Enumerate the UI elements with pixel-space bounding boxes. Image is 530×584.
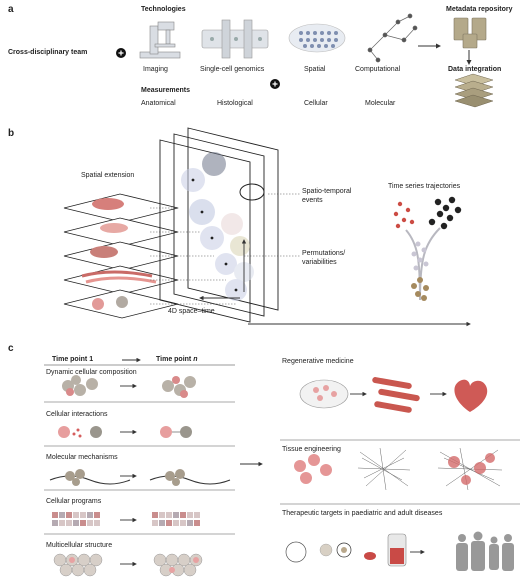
tech-imaging: Imaging	[143, 66, 168, 73]
network-icon	[367, 13, 418, 63]
time-series-label: Time series trajectories	[388, 183, 461, 190]
permutations-label-line1: Permutations/	[302, 250, 346, 257]
permutations-label-line2: variabilities	[302, 259, 337, 266]
spatial-extension-label: Spatial extension	[81, 172, 135, 179]
tech-single-cell-genomics: Single-cell genomics	[200, 66, 265, 73]
row-label-molecular: Molecular mechanisms	[46, 454, 118, 461]
trajectory-tree	[393, 196, 462, 301]
application-regenerative-medicine: Regenerative medicine	[282, 358, 354, 365]
heart-icon	[454, 379, 488, 412]
panel-c-artwork	[44, 357, 520, 577]
data-layers-icon	[454, 73, 494, 108]
single-cell-chip-icon	[201, 19, 269, 59]
scaffold-mesh	[357, 447, 411, 491]
row-label-interactions: Cellular interactions	[46, 411, 108, 418]
time-point-1-label: Time point 1	[52, 356, 94, 363]
people-silhouettes-icon	[456, 531, 514, 571]
panel-b-artwork	[63, 127, 471, 327]
tech-spatial: Spatial	[304, 66, 326, 73]
application-tissue-engineering: Tissue engineering	[282, 446, 341, 453]
tech-computational: Computational	[355, 66, 401, 73]
heart-shape	[92, 198, 124, 210]
application-therapeutic-targets: Therapeutic targets in paediatric and ad…	[282, 510, 443, 517]
measure-anatomical: Anatomical	[141, 100, 176, 107]
data-integration-label: Data integration	[448, 66, 502, 73]
panel-a-artwork	[116, 13, 494, 108]
program-grid	[52, 512, 200, 526]
database-icon	[453, 17, 487, 49]
row-label-composition: Dynamic cellular composition	[46, 369, 137, 376]
spatio-temporal-label-line2: events	[302, 197, 323, 204]
measure-molecular: Molecular	[365, 100, 396, 107]
panel-b-label: b	[8, 128, 15, 139]
measurements-title: Measurements	[141, 87, 191, 94]
metadata-repository-label: Metadata repository	[446, 6, 513, 13]
panel-a-label: a	[8, 4, 14, 15]
measure-cellular: Cellular	[304, 100, 328, 107]
panel-c-label: c	[8, 343, 14, 354]
microscope-icon	[139, 21, 181, 59]
row-label-programs: Cellular programs	[46, 498, 102, 505]
muscle-fibres	[372, 377, 420, 413]
petri-dish-icon	[299, 379, 349, 409]
measure-histological: Histological	[217, 100, 253, 107]
row-label-multicellular: Multicellular structure	[46, 542, 113, 549]
technologies-title: Technologies	[141, 6, 186, 13]
time-point-n-label: Time point n	[156, 356, 198, 363]
space-time-label: 4D space–time	[168, 308, 215, 315]
team-label: Cross-disciplinary team	[8, 49, 88, 56]
spatio-temporal-label-line1: Spatio-temporal	[302, 188, 352, 195]
spatial-slide-icon	[288, 23, 346, 53]
